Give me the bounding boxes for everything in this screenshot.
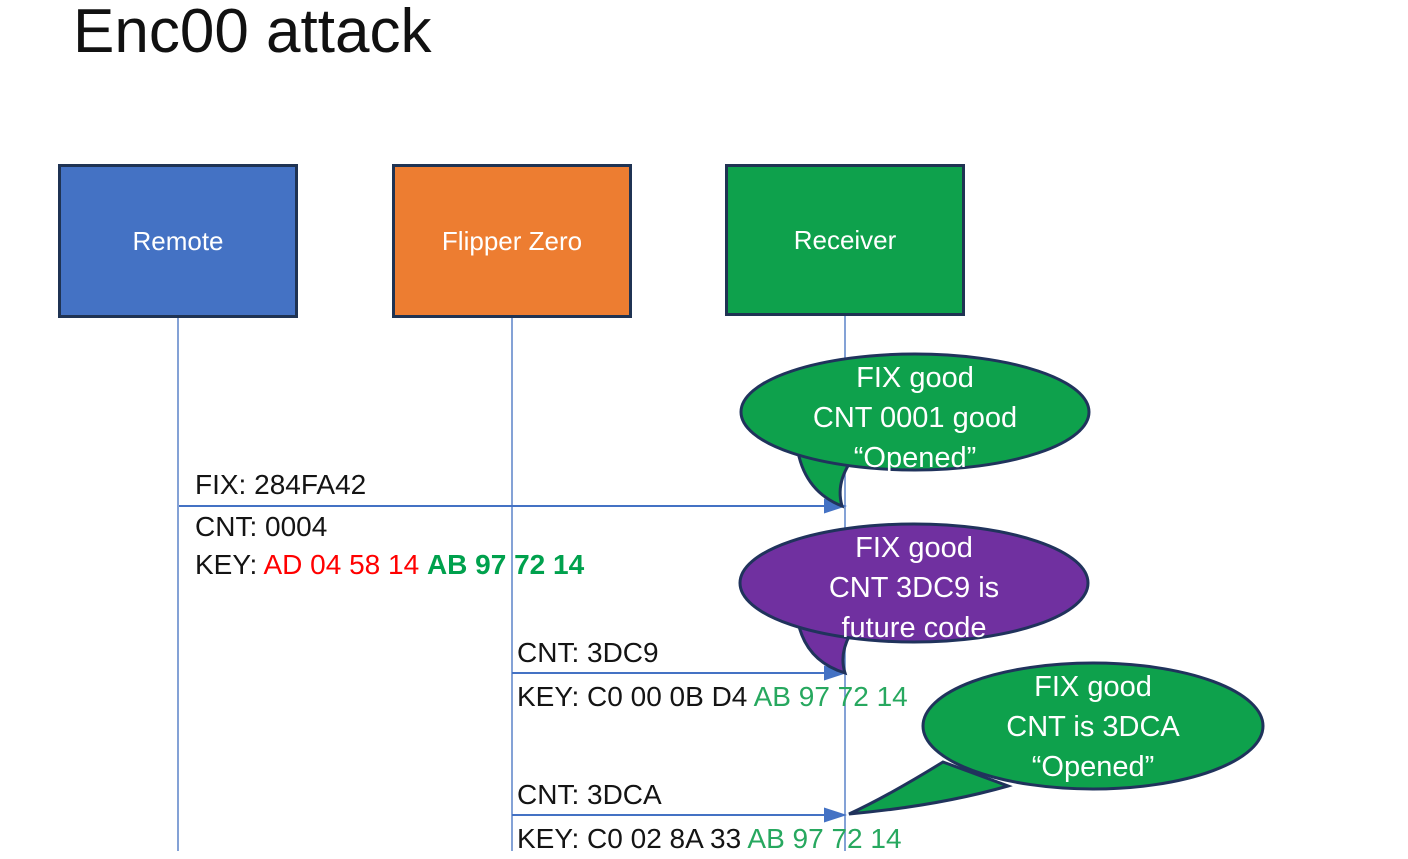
bubble-ellipse [738, 522, 1090, 644]
page-title: Enc00 attack [73, 0, 432, 66]
arrow-message-1 [179, 498, 847, 514]
key-bytes-green: AB 97 72 14 [747, 823, 902, 854]
message-1-key: KEY: AD 04 58 14 AB 97 72 14 [195, 549, 584, 581]
actor-label: Remote [132, 225, 224, 256]
arrow-message-3 [512, 807, 847, 823]
arrow-head-icon [824, 807, 847, 823]
actor-box-receiver: Receiver [725, 164, 965, 316]
bubble-tail [848, 760, 1013, 816]
speech-bubble-receiver-opened-1 [739, 352, 1091, 509]
message-2-cnt: CNT: 3DC9 [517, 637, 659, 668]
bubble-line: CNT 0001 good [812, 402, 1018, 434]
message-1-cnt: CNT: 0004 [195, 511, 328, 542]
message-3-key: KEY: C0 02 8A 33 AB 97 72 14 [517, 823, 902, 855]
bubble-line: FIX good [855, 532, 973, 564]
bubble-line: CNT 3DC9 is [828, 572, 1000, 604]
message-1-fix: FIX: 284FA42 [195, 469, 367, 500]
bubble-line: FIX good [1034, 671, 1152, 703]
bubble-1-text: FIX good CNT 0001 good “Opened” [775, 358, 1055, 478]
arrow-head-icon [824, 665, 847, 681]
key-bytes-red: AD 04 58 14 [263, 549, 420, 580]
speech-bubble-receiver-opened-2 [848, 661, 1265, 816]
key-label: KEY: [195, 549, 258, 580]
bubble-line: “Opened” [853, 442, 977, 474]
bubble-3-text: FIX good CNT is 3DCA “Opened” [953, 667, 1233, 787]
actor-box-remote: Remote [58, 164, 298, 318]
key-bytes-black: C0 00 0B D4 [587, 681, 748, 712]
key-bytes-black: C0 02 8A 33 [587, 823, 742, 854]
message-3-cnt: CNT: 3DCA [517, 779, 662, 810]
arrow-message-2 [512, 665, 847, 681]
bubble-line: CNT is 3DCA [1006, 711, 1180, 743]
message-2-key: KEY: C0 00 0B D4 AB 97 72 14 [517, 681, 908, 713]
key-bytes-green: AB 97 72 14 [753, 681, 908, 712]
speech-bubble-receiver-future-code [738, 522, 1090, 676]
actor-label: Receiver [793, 224, 897, 255]
bubble-line: FIX good [856, 362, 974, 394]
arrow-head-icon [824, 498, 847, 514]
key-bytes-green: AB 97 72 14 [426, 549, 585, 580]
bubble-line: future code [841, 612, 987, 644]
bubble-ellipse [921, 661, 1265, 791]
bubble-ellipse [739, 352, 1091, 472]
key-label: KEY: [517, 681, 580, 712]
actor-label: Flipper Zero [441, 225, 583, 256]
bubble-2-text: FIX good CNT 3DC9 is future code [774, 528, 1054, 648]
key-label: KEY: [517, 823, 580, 854]
actor-box-flipper-zero: Flipper Zero [392, 164, 632, 318]
bubble-line: “Opened” [1031, 751, 1155, 783]
